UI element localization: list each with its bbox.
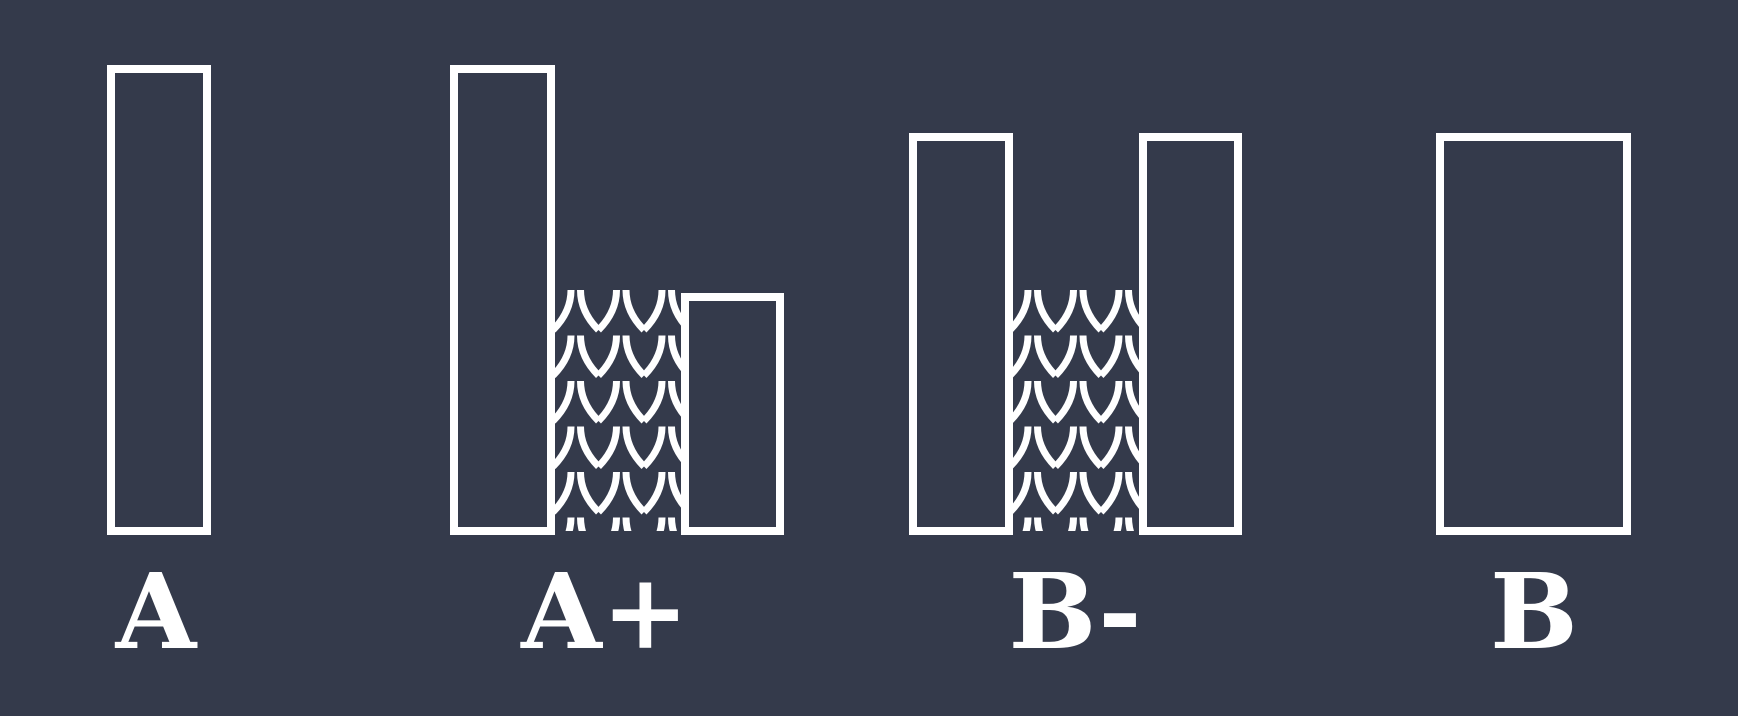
column-b-minus-right	[1139, 133, 1242, 535]
label-a: A	[115, 550, 198, 673]
column-a-plus-tall	[450, 65, 555, 535]
water-b-minus	[1010, 290, 1143, 531]
column-a-plus-short	[681, 293, 784, 535]
group-a-plus: A+	[450, 65, 784, 673]
label-a-plus: A+	[520, 550, 689, 673]
column-b	[1436, 133, 1631, 535]
label-b: B	[1490, 550, 1578, 673]
column-a	[107, 65, 211, 535]
label-b-minus: B-	[1009, 550, 1142, 673]
group-b: B	[1436, 133, 1631, 673]
group-b-minus: B-	[909, 133, 1242, 673]
water-a-plus	[553, 290, 683, 531]
group-a: A	[107, 65, 211, 673]
column-b-minus-left	[909, 133, 1013, 535]
